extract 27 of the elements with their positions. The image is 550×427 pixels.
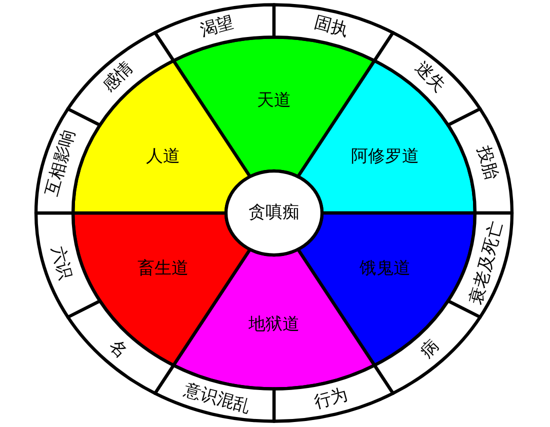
ring-segment [34, 211, 102, 319]
ring-label: 互相影响 [44, 128, 80, 198]
ring-segment [446, 107, 514, 215]
ring-segment [372, 31, 482, 127]
ring-label: 六识 [48, 244, 75, 282]
sector-label: 饿鬼道 [359, 260, 410, 278]
sector-label: 阿修罗道 [350, 148, 419, 166]
ring-segment [272, 364, 395, 423]
ring-segment [272, 3, 395, 62]
sector-label: 畜生道 [138, 260, 189, 278]
ring-label: 固执 [312, 14, 350, 40]
ring-label: 投胎 [473, 144, 500, 182]
ring-segment [66, 31, 176, 127]
ring-label: 行为 [312, 386, 350, 412]
ring-label: 渴望 [198, 14, 236, 40]
sector-label: 人道 [146, 148, 180, 166]
ring-label: 病 [416, 336, 442, 362]
sector-label: 地狱道 [248, 316, 300, 334]
ring-label: 意识混乱 [182, 381, 252, 417]
ring-segment [66, 299, 176, 395]
ring-label: 迷失 [410, 58, 448, 96]
center-circle [224, 169, 324, 257]
ring-label: 感情 [100, 58, 138, 96]
center-label: 贪嗔痴 [248, 204, 300, 222]
sector-label: 天道 [257, 92, 291, 110]
ring-label: 衰老及死亡 [466, 219, 507, 306]
ring-label: 名 [106, 336, 132, 362]
